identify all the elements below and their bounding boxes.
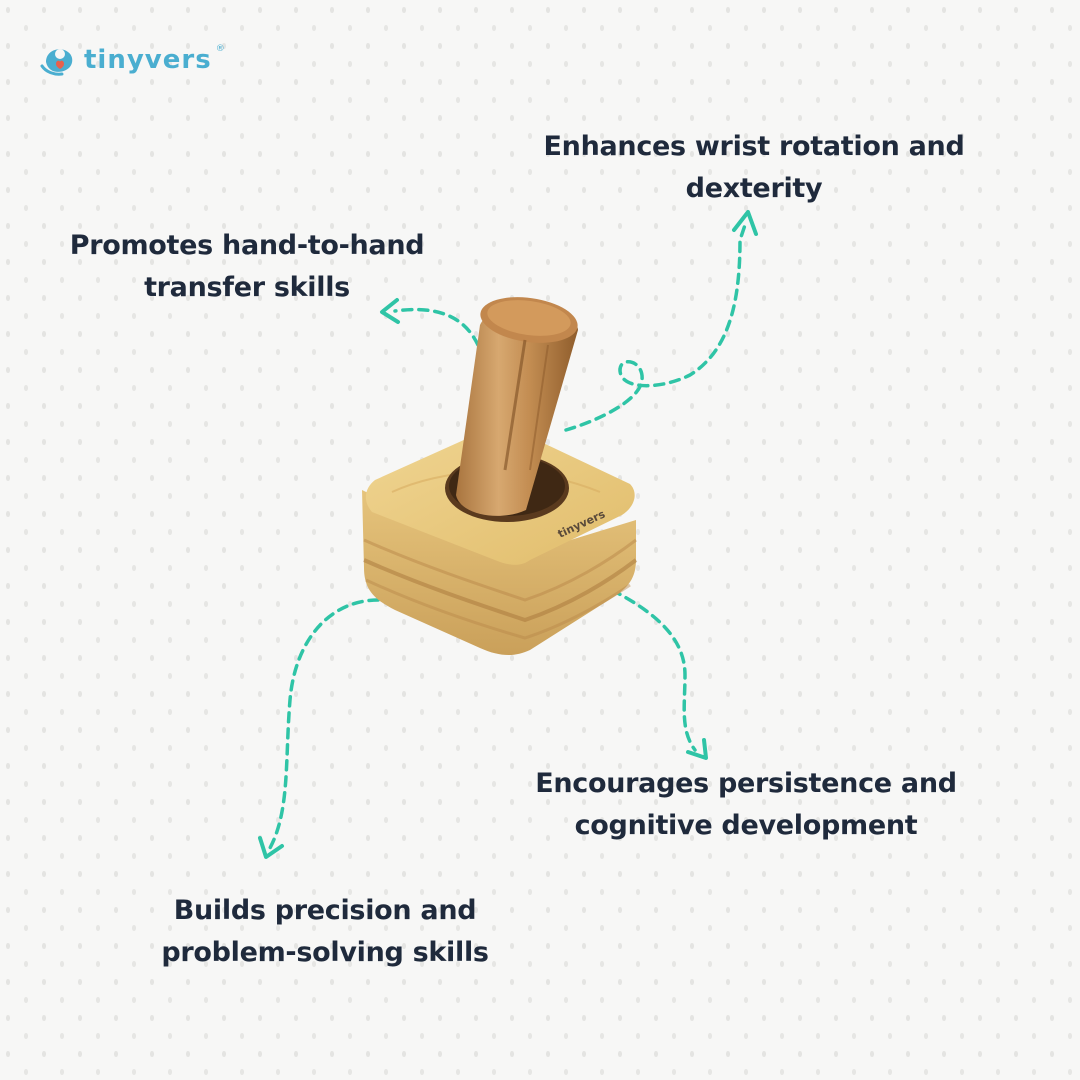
- logo-wordmark: tinyvers: [84, 45, 212, 75]
- feature-line: Promotes hand-to-hand: [69, 230, 425, 261]
- arrowhead-transfer: [380, 298, 400, 324]
- arrowhead-persistence: [686, 738, 708, 760]
- feature-precision: Builds precision and problem-solving ski…: [140, 890, 510, 974]
- feature-line: cognitive development: [574, 810, 918, 841]
- arrow-wrist: [564, 223, 747, 432]
- arrow-precision: [268, 598, 380, 850]
- registered-mark: ®: [215, 44, 225, 54]
- feature-line: problem-solving skills: [161, 937, 489, 968]
- wooden-toy: tinyvers: [362, 297, 638, 656]
- arrowhead-precision: [258, 836, 284, 859]
- feature-line: dexterity: [685, 173, 823, 204]
- logo-icon: [40, 49, 73, 76]
- arrow-persistence: [610, 588, 697, 752]
- feature-line: Encourages persistence and: [535, 768, 957, 799]
- arrow-transfer: [393, 307, 480, 347]
- feature-line: transfer skills: [144, 272, 350, 303]
- feature-persistence: Encourages persistence and cognitive dev…: [515, 763, 977, 847]
- feature-line: Builds precision and: [173, 895, 477, 926]
- feature-wrist-rotation: Enhances wrist rotation and dexterity: [528, 126, 980, 210]
- arrowhead-wrist: [732, 210, 758, 236]
- feature-hand-transfer: Promotes hand-to-hand transfer skills: [40, 225, 454, 309]
- feature-line: Enhances wrist rotation and: [543, 131, 965, 162]
- brand-logo: tinyvers ®: [40, 42, 225, 78]
